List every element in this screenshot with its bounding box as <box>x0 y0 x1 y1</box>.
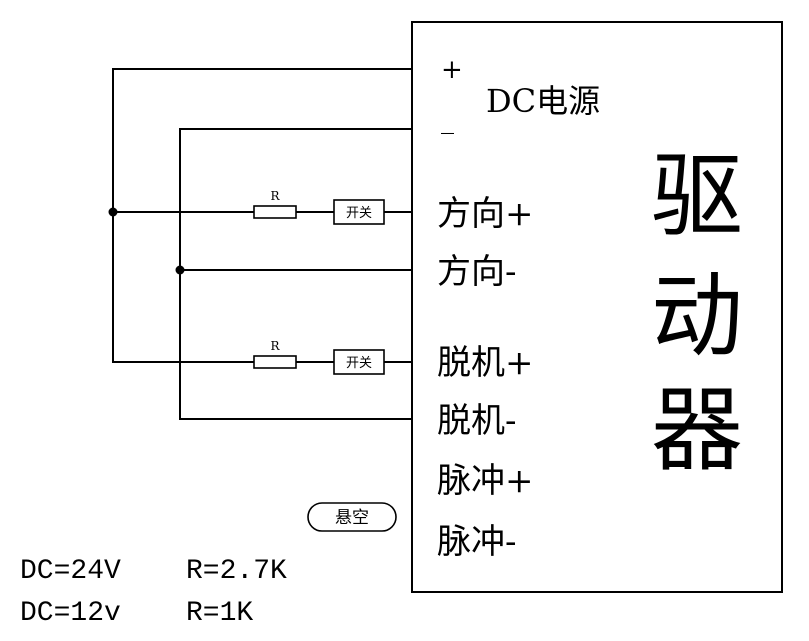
junction-dot <box>108 207 118 217</box>
terminal-pulse-plus: 脉冲+ <box>437 461 534 501</box>
switch-2 <box>333 349 385 375</box>
terminal-direction-minus: 方向- <box>437 252 517 292</box>
power-label: DC电源 <box>486 82 600 120</box>
terminal-offline-plus: 脱机+ <box>437 343 534 383</box>
resistor-1-label: R <box>270 189 280 203</box>
power-plus-sign: + <box>441 55 463 85</box>
resistor-1 <box>253 205 297 219</box>
floating-badge-label: 悬空 <box>335 508 369 528</box>
junction-dot <box>175 265 185 275</box>
spec-r-1k: R=1K <box>186 598 253 629</box>
terminal-pulse-minus: 脉冲- <box>437 522 517 562</box>
driver-title-char-3: 器 <box>651 377 743 484</box>
floating-badge <box>307 502 397 532</box>
power-minus-sign: _ <box>441 105 454 135</box>
spec-dc-12v: DC=12v <box>20 598 121 629</box>
terminal-offline-minus: 脱机- <box>437 401 517 441</box>
resistor-2 <box>253 355 297 369</box>
terminal-direction-plus: 方向+ <box>437 194 534 234</box>
spec-dc-24v: DC=24V <box>20 556 121 587</box>
switch-2-label: 开关 <box>346 356 372 371</box>
driver-title-char-2: 动 <box>651 263 743 370</box>
wire-dc-minus <box>179 128 413 420</box>
resistor-2-label: R <box>270 339 280 353</box>
driver-box <box>411 21 783 593</box>
switch-1-label: 开关 <box>346 206 372 221</box>
switch-1 <box>333 199 385 225</box>
driver-title-char-1: 驱 <box>651 143 743 250</box>
spec-r-2-7k: R=2.7K <box>186 556 287 587</box>
